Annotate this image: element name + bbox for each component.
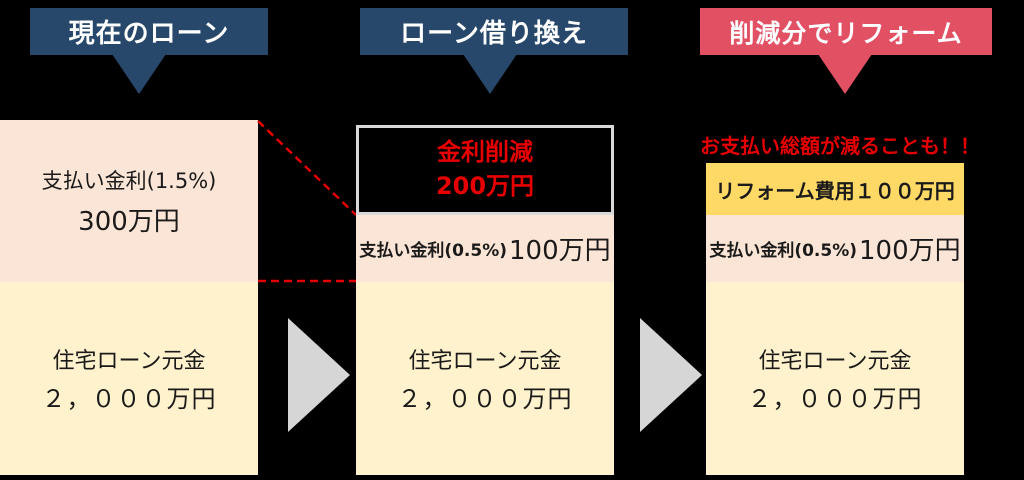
header-reform-label: 削減分でリフォーム	[729, 18, 963, 48]
refinance-interest-label: 支払い金利(0.5%)	[359, 241, 508, 261]
current-interest-label: 支払い金利(1.5%)	[41, 168, 217, 193]
refinance-principal-amount: ２，０００万円	[397, 385, 573, 413]
total-payment-note: お支払い総額が減ることも！！	[700, 133, 980, 158]
header-current-loan-label: 現在のローン	[68, 19, 230, 49]
current-principal-block: 住宅ローン元金 ２，０００万円	[0, 282, 258, 475]
header-current-loan: 現在のローン	[30, 8, 268, 55]
interest-reduction-box: 金利削減 200万円	[356, 125, 614, 215]
refinance-interest-amount: 100万円	[509, 236, 611, 266]
header-refinance-label: ローン借り換え	[400, 19, 588, 49]
reform-principal-label: 住宅ローン元金	[758, 349, 912, 374]
header-refinance: ローン借り換え	[360, 8, 628, 55]
current-interest-amount: 300万円	[78, 206, 180, 237]
interest-reduction-amount: 200万円	[435, 172, 535, 200]
header-reform: 削減分でリフォーム	[700, 8, 992, 55]
down-triangle-icon	[463, 54, 517, 94]
reform-principal-amount: ２，０００万円	[747, 385, 923, 413]
refinance-principal-label: 住宅ローン元金	[408, 349, 562, 374]
reform-interest-label: 支払い金利(0.5%)	[709, 241, 858, 261]
reform-cost-label: リフォーム費用１００万円	[715, 178, 955, 203]
current-interest-block: 支払い金利(1.5%) 300万円	[0, 120, 258, 282]
down-triangle-icon	[818, 54, 872, 94]
refinance-interest-block: 支払い金利(0.5%) 100万円	[356, 215, 614, 282]
reform-interest-block: 支払い金利(0.5%) 100万円	[706, 215, 964, 282]
refinance-principal-block: 住宅ローン元金 ２，０００万円	[356, 282, 614, 475]
reform-interest-amount: 100万円	[859, 236, 961, 266]
right-arrow-icon	[640, 318, 702, 432]
down-triangle-icon	[112, 54, 166, 94]
red-dashed-connector-icon	[257, 120, 357, 283]
right-arrow-icon	[288, 318, 350, 432]
reform-cost-block: リフォーム費用１００万円	[706, 163, 964, 215]
current-principal-label: 住宅ローン元金	[52, 349, 206, 374]
interest-reduction-title: 金利削減	[437, 138, 533, 167]
reform-principal-block: 住宅ローン元金 ２，０００万円	[706, 282, 964, 475]
current-principal-amount: ２，０００万円	[41, 385, 217, 413]
